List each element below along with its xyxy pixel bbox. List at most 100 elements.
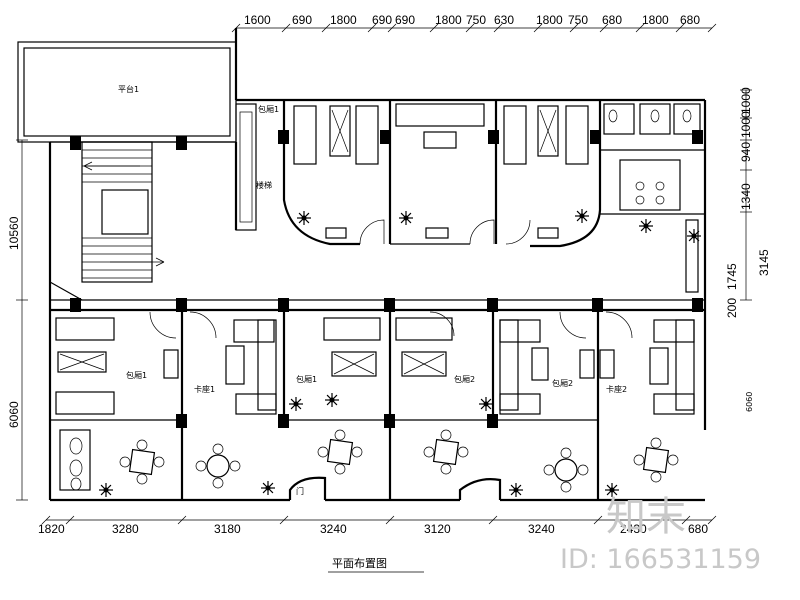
dimension-tick (279, 515, 289, 525)
plant-pot (293, 401, 299, 407)
dimension-tick (533, 23, 543, 33)
plant-pot (483, 401, 489, 407)
dimension-tick (681, 515, 691, 525)
plant (399, 211, 413, 225)
plant (575, 209, 589, 223)
columns (70, 130, 703, 428)
plant-pot (609, 487, 615, 493)
dimension-tick (65, 515, 75, 525)
chair (136, 439, 148, 451)
chair (650, 471, 662, 483)
corridor-label: 包厢1 (258, 104, 279, 114)
watermark-id: ID: 166531159 (560, 544, 761, 575)
plant-pot (265, 485, 271, 491)
plant (509, 483, 523, 497)
potted-plants (99, 209, 701, 497)
dimension-tick (569, 23, 579, 33)
plant-pot (579, 213, 585, 219)
table-top (642, 446, 670, 474)
dimension-tick (465, 23, 475, 33)
plant-pot (301, 215, 307, 221)
plan-title: 平面布置图 (332, 557, 387, 570)
room-1-label: 包厢1 (126, 370, 147, 380)
dining-table (543, 447, 589, 493)
dimension-tick (429, 23, 439, 33)
chair (153, 456, 165, 468)
chair (334, 429, 346, 441)
watermark: 知末 ID: 166531159 (560, 494, 761, 575)
table-top (554, 458, 578, 482)
dim-top-9: 1800 (536, 13, 563, 27)
watermark-brand: 知末 (606, 494, 686, 540)
chair (667, 454, 679, 466)
plant (639, 219, 653, 233)
dimension-tick (493, 23, 503, 33)
chair (633, 454, 645, 466)
restrooms (600, 103, 705, 293)
chair (560, 481, 572, 493)
chair (423, 446, 435, 458)
staircase (49, 141, 165, 301)
dim-right-7: 200 (725, 298, 739, 318)
table-top (128, 448, 156, 476)
dimension-tick (675, 23, 685, 33)
dim-top-6: 1800 (435, 13, 462, 27)
dimension-tick (387, 23, 397, 33)
room-5-label: 包厢2 (552, 378, 573, 388)
dim-bottom-3: 3180 (214, 522, 241, 536)
chair (195, 460, 207, 472)
chair (560, 447, 572, 459)
dining-table (317, 429, 363, 475)
dim-top-4: 690 (372, 13, 392, 27)
dim-bottom-5: 3120 (424, 522, 451, 536)
dim-right-1: 1340 (739, 183, 753, 210)
dim-left-upper: 10560 (7, 216, 21, 250)
dimension-tick (707, 23, 717, 33)
top-dimension-chain: 1600 690 1800 690 690 1800 750 630 1800 … (231, 13, 717, 33)
dim-top-12: 1800 (642, 13, 669, 27)
dimension-tick (321, 23, 331, 33)
dining-table (119, 439, 165, 485)
dim-top-5: 690 (395, 13, 415, 27)
dim-bottom-2: 3280 (112, 522, 139, 536)
plant (605, 483, 619, 497)
plant-pot (691, 233, 697, 239)
plant (289, 397, 303, 411)
entry-label: 门 (296, 486, 304, 496)
lower-rooms: 包厢1 卡座1 包厢1 包厢2 包厢2 卡座2 (50, 310, 695, 500)
stair-label: 楼梯 (256, 180, 272, 190)
dimension-tick (488, 515, 498, 525)
chair (577, 464, 589, 476)
dining-table (423, 429, 469, 475)
dim-left-lower: 6060 (7, 401, 21, 428)
dimension-tick (177, 515, 187, 525)
dimension-tick (281, 23, 291, 33)
roof-platform: 平台1 (17, 41, 237, 143)
room-4-label: 包厢2 (454, 374, 475, 384)
dim-bottom-7: 2430 (620, 522, 647, 536)
chair (212, 443, 224, 455)
dimension-tick (593, 515, 603, 525)
right-dimension-chain: 1340 940 1000 1000 3145 1745 200 6060 (725, 87, 771, 412)
plant (261, 481, 275, 495)
plant (687, 229, 701, 243)
dim-top-11: 680 (602, 13, 622, 27)
dim-top-8: 630 (494, 13, 514, 27)
chair (543, 464, 555, 476)
dim-top-3: 1800 (330, 13, 357, 27)
dim-top-7: 750 (466, 13, 486, 27)
dining-table (195, 443, 241, 489)
dim-right-2: 940 (739, 142, 753, 162)
table-top (432, 438, 460, 466)
table-top (326, 438, 354, 466)
plant (325, 393, 339, 407)
dim-top-13: 680 (680, 13, 700, 27)
outer-walls: 门 (48, 28, 707, 502)
room-3-label: 包厢1 (296, 374, 317, 384)
plant (479, 397, 493, 411)
plant-pot (643, 223, 649, 229)
dim-top-2: 690 (292, 13, 312, 27)
dim-bottom-8: 680 (688, 522, 708, 536)
chair (440, 463, 452, 475)
